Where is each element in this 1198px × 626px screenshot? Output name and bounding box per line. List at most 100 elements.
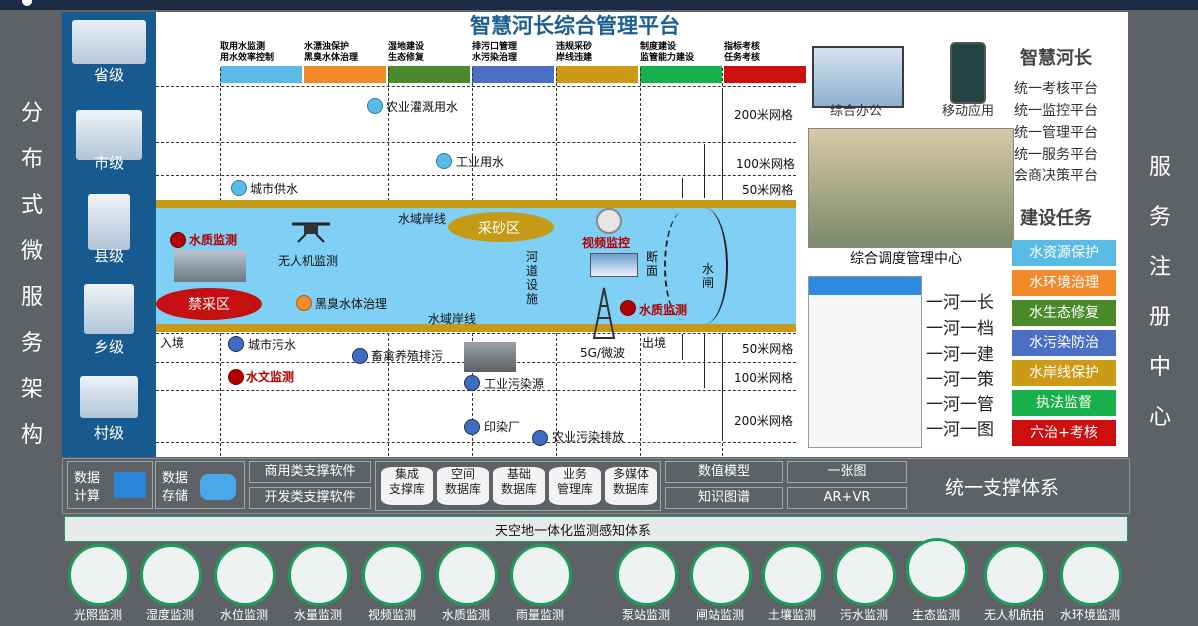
section-label: 断面: [646, 250, 659, 278]
app-screenshot: [808, 276, 922, 448]
agri-pollution-label: 农业污染排放: [552, 430, 625, 444]
grid-arrow: [682, 178, 683, 198]
right-char: 心: [1148, 405, 1171, 430]
sensing-title: 天空地一体化监测感知体系: [495, 524, 652, 539]
grid-line: [156, 175, 796, 176]
task-water-resource: 水资源保护: [1012, 240, 1116, 266]
grid-line: [156, 442, 796, 443]
level-county: 县级: [93, 247, 124, 265]
left-char: 务: [20, 331, 43, 356]
right-char: 注: [1148, 255, 1171, 280]
drone-label: 无人机监测: [278, 254, 339, 268]
disk-icon: [200, 474, 236, 500]
right-column: 服 务 注 册 中 心: [1136, 152, 1184, 452]
mobile-label: 移动应用: [942, 104, 995, 119]
task-header: 违规采砂岸线违建: [556, 42, 638, 83]
city-supply-dot: [231, 180, 247, 196]
commercial-software: 商用类支撑软件: [249, 461, 371, 483]
outfall-photo: [464, 342, 516, 372]
grid-line: [156, 390, 796, 391]
sensor-label: 水量监测: [293, 608, 342, 622]
mobile-phone-icon: [950, 42, 986, 104]
black-water-label: 黑臭水体治理: [315, 297, 388, 311]
support-layer: 数据计算 数据存储 商用类支撑软件 开发类支撑软件 集成支撑库 空间数据库 基础…: [62, 458, 1130, 514]
livestock-dot: [352, 348, 368, 364]
water-quality-left-dot: [170, 232, 186, 248]
industry-pollution-dot: [464, 375, 480, 391]
task-water-ecology: 水生态修复: [1012, 300, 1116, 326]
level-village: 村级: [93, 424, 124, 442]
river-bank-bottom: [156, 324, 796, 332]
sensor-label: 土壤监测: [767, 608, 816, 622]
gate-arc: [682, 208, 728, 324]
task-header-bar: [220, 66, 302, 83]
sensor-label: 光照监测: [73, 608, 122, 622]
grid-50-bottom: 50米网格: [742, 342, 794, 356]
platform-item: 统一管理平台: [1014, 125, 1098, 141]
agri-pollution-dot: [532, 430, 548, 446]
gate-station-icon: [690, 544, 752, 606]
sensor-label: 视频监测: [367, 608, 416, 622]
shore-top-label: 水域岸线: [398, 212, 447, 226]
db-multimedia: 多媒体数据库: [605, 467, 657, 505]
right-panel: 综合办公 移动应用 综合调度管理中心 智慧河长 统一考核平台 统一监控平台 统一…: [808, 12, 1128, 457]
task-header: 取用水监测用水效率控制: [220, 42, 302, 83]
grid-arrow: [722, 334, 723, 440]
page-title: 智慧河长综合管理平台: [470, 14, 680, 38]
task-pollution: 水污染防治: [1012, 330, 1116, 356]
one-river-item: 一河一档: [926, 319, 994, 339]
task-header-bar: [640, 66, 722, 83]
wave-label: 5G/微波: [580, 346, 625, 360]
township-house-icon: [84, 284, 134, 334]
right-char: 册: [1148, 305, 1171, 330]
shore-bottom-label: 水域岸线: [428, 312, 477, 326]
one-river-item: 一河一图: [926, 420, 994, 440]
grid-50-top: 50米网格: [742, 183, 794, 197]
city-sewage-label: 城市污水: [248, 338, 297, 352]
right-char: 服: [1148, 155, 1171, 180]
tower-icon: [592, 284, 616, 340]
sand-zone-label: 采砂区: [478, 221, 520, 237]
gate-label: 水闸: [702, 262, 715, 290]
livestock-label: 畜禽养殖排污: [371, 349, 444, 363]
levels-panel: 省级 市级 县级 乡级 村级: [62, 12, 156, 457]
grid-200-bottom: 200米网格: [734, 414, 793, 428]
river-facility-label: 河道设施: [526, 250, 539, 306]
water-quality-right-label: 水质监测: [639, 303, 688, 317]
left-char: 服: [20, 285, 43, 310]
compute-label: 数据计算: [74, 471, 101, 504]
task-water-environment: 水环境治理: [1012, 270, 1116, 296]
city-sewage-dot: [228, 336, 244, 352]
ecology-sensor-icon: [906, 538, 968, 600]
water-quality-right-dot: [620, 300, 636, 316]
grid-arrow: [704, 334, 705, 388]
rain-sensor-icon: [510, 544, 572, 606]
diagram-area: 智慧河长综合管理平台 取用水监测用水效率控制 水漂浊保护黑臭水体治理 湿地建设生…: [156, 12, 808, 457]
task-enforcement: 执法监督: [1012, 390, 1116, 416]
agri-water-dot: [367, 98, 383, 114]
village-house-icon: [80, 376, 138, 418]
grid-line: [156, 142, 796, 143]
sewage-sensor-icon: [834, 544, 896, 606]
task-header: 制度建设监管能力建设: [640, 42, 722, 83]
sensor-label: 水环境监测: [1059, 608, 1120, 622]
top-bar: [0, 0, 1198, 10]
task-assessment: 六治+考核: [1012, 420, 1116, 446]
grid-arrow: [682, 334, 683, 360]
smart-title: 智慧河长: [1020, 48, 1092, 69]
agri-water-label: 农业灌溉用水: [386, 100, 459, 114]
storage-label: 数据存储: [162, 471, 189, 504]
task-shore: 水岸线保护: [1012, 360, 1116, 386]
task-header-bar: [472, 66, 554, 83]
one-river-item: 一河一长: [926, 293, 994, 313]
forbidden-zone-label: 禁采区: [188, 297, 230, 313]
hydrology-label: 水文监测: [246, 370, 295, 384]
platform-item: 统一考核平台: [1014, 81, 1098, 97]
entry-label: 入境: [160, 336, 185, 350]
left-char: 架: [20, 377, 43, 402]
task-header: 指标考核任务考核: [724, 42, 806, 83]
db-basic: 基础数据库: [493, 467, 545, 505]
video-sensor-icon: [362, 544, 424, 606]
db-group: [375, 461, 661, 511]
one-map: 一张图: [787, 461, 907, 483]
